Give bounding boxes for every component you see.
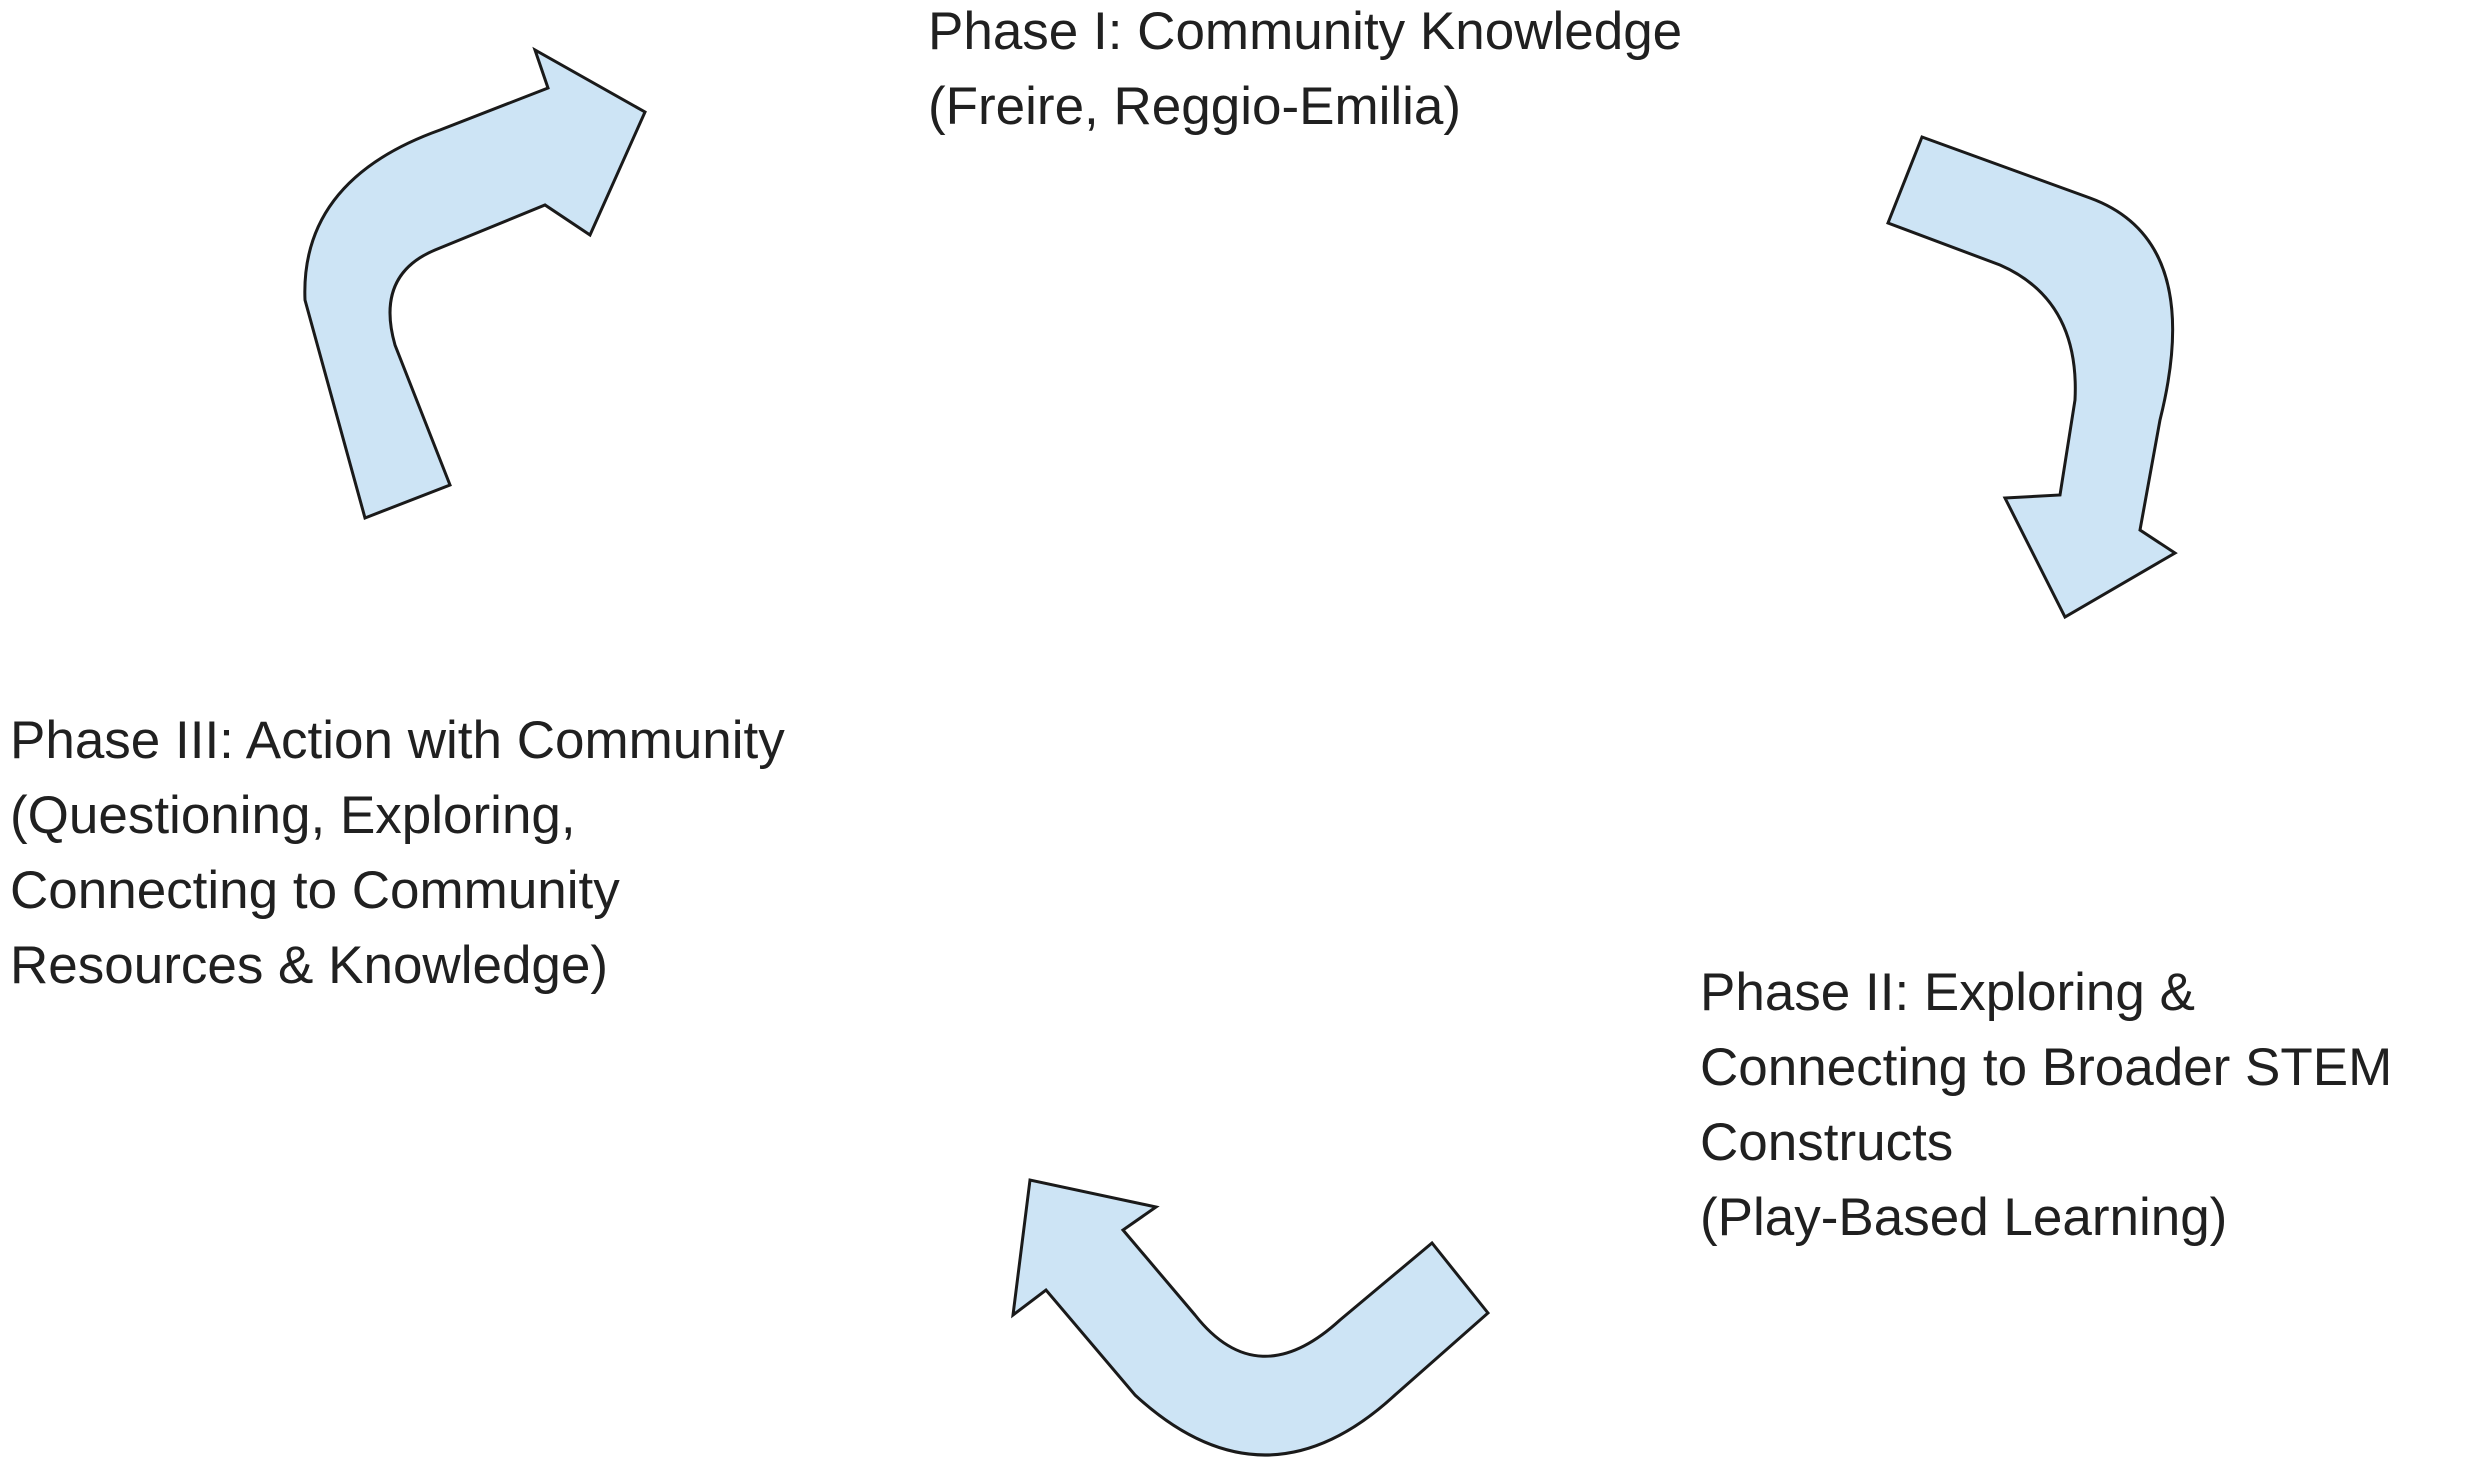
phase-2-subtitle: (Play-Based Learning) xyxy=(1700,1188,2228,1247)
phase-1-label: Phase I: Community Knowledge (Freire, Re… xyxy=(928,0,1682,144)
phase-3-label: Phase III: Action with Community (Questi… xyxy=(10,703,785,1003)
cycle-arrow-top-right xyxy=(1886,135,2178,620)
phase-2-title-line-3: Constructs xyxy=(1700,1113,1954,1172)
phase-2-label: Phase II: Exploring & Connecting to Broa… xyxy=(1700,955,2392,1255)
cycle-arrow-bottom xyxy=(1011,1178,1491,1457)
phase-3-subtitle-line-3: Resources & Knowledge) xyxy=(10,936,609,995)
phase-2-title-line-2: Connecting to Broader STEM xyxy=(1700,1038,2393,1097)
phase-3-subtitle-line-1: (Questioning, Exploring, xyxy=(10,786,576,845)
cycle-arrow-top-left xyxy=(303,46,647,520)
phase-3-title: Phase III: Action with Community xyxy=(10,711,785,770)
phase-2-title-line-1: Phase II: Exploring & xyxy=(1700,963,2195,1022)
phase-3-subtitle-line-2: Connecting to Community xyxy=(10,861,620,920)
phase-1-title: Phase I: Community Knowledge xyxy=(928,2,1683,61)
phase-1-subtitle: (Freire, Reggio-Emilia) xyxy=(928,77,1462,136)
